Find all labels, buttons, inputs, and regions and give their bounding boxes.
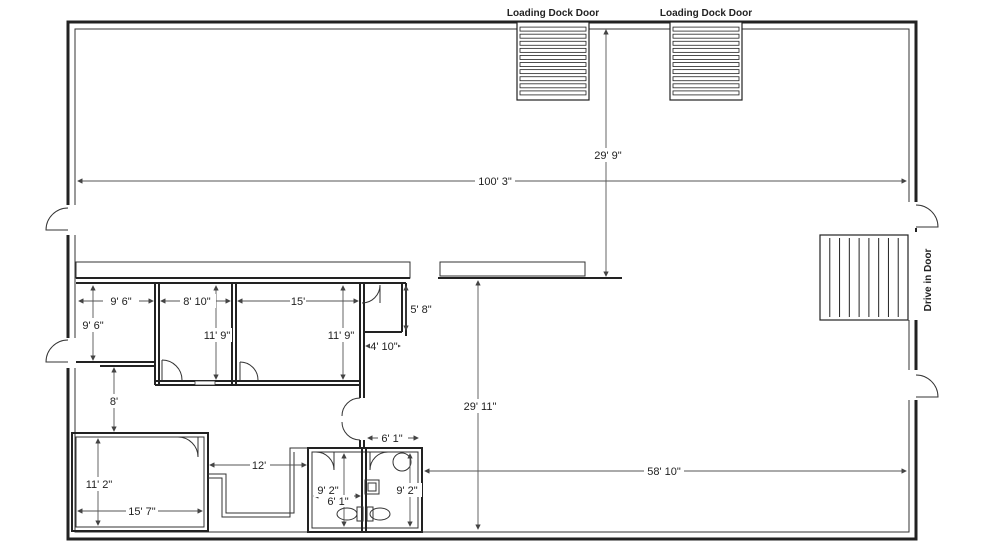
door-slat bbox=[519, 55, 587, 60]
dim-closet-height: 5' 8" bbox=[410, 304, 431, 316]
dim-lower-depth: 29' 11" bbox=[464, 401, 497, 413]
dim-room1-height: 9' 6" bbox=[82, 320, 103, 332]
dimension-lines bbox=[77, 29, 907, 530]
door-slat bbox=[672, 76, 740, 82]
door-slat bbox=[672, 90, 740, 96]
lower-office bbox=[71, 432, 308, 532]
dim-room2-width: 8' 10" bbox=[183, 296, 211, 308]
dim-room1-width: 9' 6" bbox=[110, 296, 131, 308]
dim-restroom-top-width: 6' 1" bbox=[381, 433, 402, 445]
dim-corridor-width: 12' bbox=[252, 460, 266, 472]
loading-dock-label-left: Loading Dock Door bbox=[507, 8, 599, 19]
door-slat bbox=[672, 33, 740, 39]
exterior-doors bbox=[45, 202, 939, 400]
dim-hall-gap: 8' bbox=[110, 396, 118, 408]
door-slat bbox=[519, 83, 587, 89]
door-slat bbox=[672, 83, 740, 89]
drive-in-door bbox=[819, 234, 909, 321]
door-slat bbox=[519, 47, 587, 53]
loading-dock-label-right: Loading Dock Door bbox=[660, 8, 752, 19]
dim-restroom-right-height: 9' 2" bbox=[396, 485, 417, 497]
door-slat bbox=[672, 26, 740, 32]
drive-in-door-label: Drive in Door bbox=[923, 249, 934, 312]
dim-office-width: 15' 7" bbox=[128, 506, 156, 518]
door-slat bbox=[519, 40, 587, 46]
dim-restroom-left-height: 9' 2" bbox=[317, 485, 338, 497]
dim-lower-right-width: 58' 10" bbox=[647, 466, 681, 478]
dim-office-height: 11' 2" bbox=[86, 479, 113, 491]
loading-dock-door-right bbox=[669, 21, 743, 101]
door-slat bbox=[519, 90, 587, 96]
door-slat bbox=[672, 62, 740, 67]
dim-closet-width: 4' 10" bbox=[370, 341, 398, 353]
door-slat bbox=[519, 76, 587, 82]
divider-walls bbox=[75, 261, 622, 279]
dim-warehouse-depth: 29' 9" bbox=[594, 150, 622, 162]
office-rooms bbox=[76, 282, 407, 448]
door-slat bbox=[672, 40, 740, 46]
exterior-walls bbox=[66, 20, 918, 541]
door-slat bbox=[519, 69, 587, 75]
dimension-labels: 100' 3" 29' 9" 29' 11" 58' 10" 9' 6" 9' … bbox=[80, 148, 684, 518]
door-slat bbox=[672, 47, 740, 53]
door-slat bbox=[519, 33, 587, 39]
door-slat bbox=[672, 69, 740, 75]
dim-restroom-left-width: 6' 1" bbox=[327, 496, 348, 508]
door-slat bbox=[672, 55, 740, 60]
door-slat bbox=[519, 26, 587, 32]
loading-dock-door-left bbox=[516, 21, 590, 101]
dim-room2-height: 11' 9" bbox=[204, 330, 231, 342]
dim-room3-height: 11' 9" bbox=[328, 330, 355, 342]
dim-room3-width: 15' bbox=[291, 296, 305, 308]
door-slat bbox=[519, 62, 587, 67]
dim-overall-width: 100' 3" bbox=[478, 176, 512, 188]
